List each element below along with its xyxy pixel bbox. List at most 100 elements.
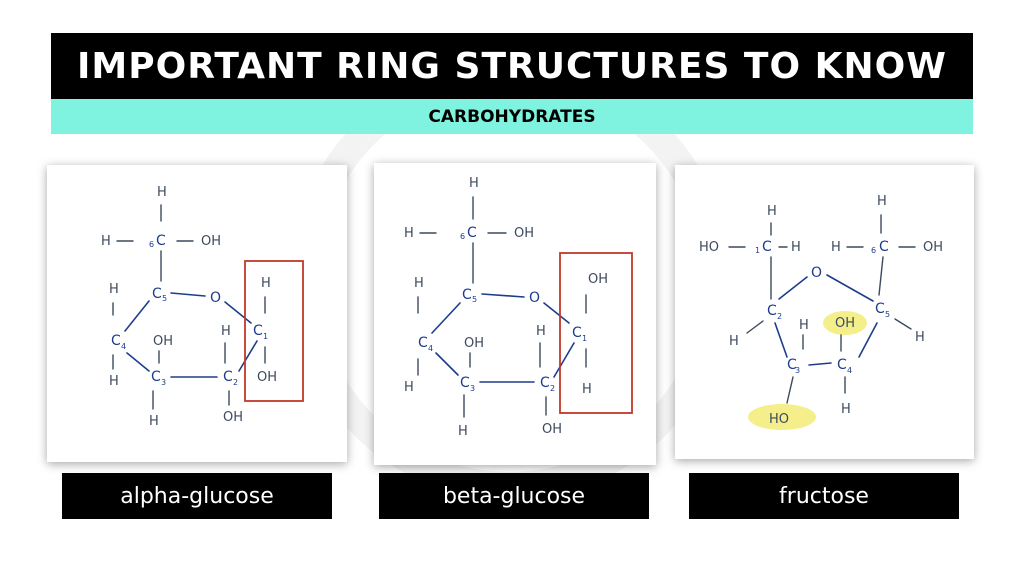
carbon-number: 1 xyxy=(582,334,587,343)
bond xyxy=(746,320,764,334)
atom-h: H xyxy=(799,318,809,333)
ring-bond xyxy=(435,352,459,376)
anomeric-highlight-box xyxy=(244,260,304,402)
atom-oh: OH xyxy=(542,422,562,437)
atom-oh: OH xyxy=(201,234,221,249)
carbon-number: 6 xyxy=(149,240,154,249)
atom-h: H xyxy=(157,185,167,200)
atom-h: H xyxy=(582,382,592,397)
carbon-number: 1 xyxy=(755,246,760,255)
page-title: IMPORTANT RING STRUCTURES TO KNOW xyxy=(51,33,973,99)
atom-h: H xyxy=(791,240,801,255)
atom-c5: C xyxy=(462,287,472,303)
fructose-label: fructose xyxy=(689,473,959,519)
carbon-number: 5 xyxy=(472,295,477,304)
atom-oh: OH xyxy=(223,410,243,425)
fructose-card: H HO 1 C H H H 6 C OH O C 2 C 5 C 3 C 4 xyxy=(675,165,974,459)
ring-bond xyxy=(170,292,206,297)
carbon-number: 1 xyxy=(263,332,268,341)
atom-h: H xyxy=(915,330,925,345)
highlight-marker xyxy=(748,404,816,430)
atom-ho: HO xyxy=(699,240,719,255)
atom-oh: OH xyxy=(464,336,484,351)
atom-c4: C xyxy=(111,333,121,349)
ring-bond xyxy=(553,342,575,378)
atom-h: H xyxy=(729,334,739,349)
atom-h: H xyxy=(841,402,851,417)
atom-h: H xyxy=(767,204,777,219)
atom-c3: C xyxy=(460,375,470,391)
bond xyxy=(878,256,884,296)
fructose-structure: H HO 1 C H H H 6 C OH O C 2 C 5 C 3 C 4 xyxy=(699,194,943,430)
carbon-number: 3 xyxy=(161,378,166,387)
alpha-glucose-card: H H 6 C OH C 5 O C 1 C 2 C 3 C 4 H H OH … xyxy=(47,165,347,462)
ring-bond xyxy=(778,276,808,300)
highlight-marker xyxy=(823,311,867,335)
anomeric-highlight-box xyxy=(559,252,633,414)
ring-bond xyxy=(238,340,258,372)
ring-oxygen: O xyxy=(210,290,221,306)
atom-c5: C xyxy=(152,286,162,302)
carbon-number: 2 xyxy=(550,384,555,393)
ring-bond xyxy=(481,293,525,298)
ring-bond xyxy=(774,322,788,358)
carbon-number: 3 xyxy=(470,384,475,393)
ring-oxygen: O xyxy=(529,290,540,306)
bond xyxy=(786,376,794,404)
atom-h: H xyxy=(149,414,159,429)
atom-c5: C xyxy=(875,301,885,317)
atom-c6: C xyxy=(879,239,889,255)
carbon-number: 5 xyxy=(885,310,890,319)
atom-c2: C xyxy=(767,303,777,319)
atom-c1: C xyxy=(572,325,582,341)
carbon-number: 4 xyxy=(428,344,433,353)
atom-oh: OH xyxy=(514,226,534,241)
atom-h: H xyxy=(101,234,111,249)
beta-glucose-structure: H H 6 C OH C 5 O C 1 C 2 C 3 C 4 H H OH … xyxy=(404,176,633,439)
atom-h: H xyxy=(536,324,546,339)
section-subtitle: CARBOHYDRATES xyxy=(51,99,973,134)
atom-ho: HO xyxy=(769,412,789,427)
carbon-number: 6 xyxy=(871,246,876,255)
atom-h: H xyxy=(414,276,424,291)
ring-bond xyxy=(808,362,832,366)
carbon-number: 4 xyxy=(121,342,126,351)
atom-h: H xyxy=(261,276,271,291)
atom-c1: C xyxy=(762,239,772,255)
atom-c3: C xyxy=(151,369,161,385)
ring-bond xyxy=(126,352,150,372)
atom-oh: OH xyxy=(257,370,277,385)
alpha-glucose-structure: H H 6 C OH C 5 O C 1 C 2 C 3 C 4 H H OH … xyxy=(101,185,304,429)
atom-c4: C xyxy=(418,335,428,351)
ring-oxygen: O xyxy=(811,265,822,281)
atom-h: H xyxy=(469,176,479,191)
alpha-glucose-label: alpha-glucose xyxy=(62,473,332,519)
atom-oh: OH xyxy=(923,240,943,255)
atom-oh: OH xyxy=(588,272,608,287)
atom-c2: C xyxy=(223,369,233,385)
atom-c4: C xyxy=(837,357,847,373)
ring-bond xyxy=(543,302,570,324)
ring-bond xyxy=(826,274,874,302)
atom-h: H xyxy=(109,374,119,389)
bond xyxy=(894,318,912,330)
atom-h: H xyxy=(404,226,414,241)
carbon-number: 2 xyxy=(777,312,782,321)
atom-h: H xyxy=(831,240,841,255)
atom-h: H xyxy=(109,282,119,297)
atom-c6: C xyxy=(156,233,166,249)
carbon-number: 3 xyxy=(795,366,800,375)
atom-oh: OH xyxy=(153,334,173,349)
atom-h: H xyxy=(404,380,414,395)
atom-c1: C xyxy=(253,323,263,339)
carbon-number: 5 xyxy=(162,294,167,303)
ring-bond xyxy=(858,322,878,358)
atom-h: H xyxy=(458,424,468,439)
beta-glucose-label: beta-glucose xyxy=(379,473,649,519)
atom-c3: C xyxy=(787,357,797,373)
carbon-number: 2 xyxy=(233,378,238,387)
ring-bond xyxy=(431,302,461,334)
atom-h: H xyxy=(221,324,231,339)
atom-c6: C xyxy=(467,225,477,241)
carbon-number: 6 xyxy=(460,232,465,241)
